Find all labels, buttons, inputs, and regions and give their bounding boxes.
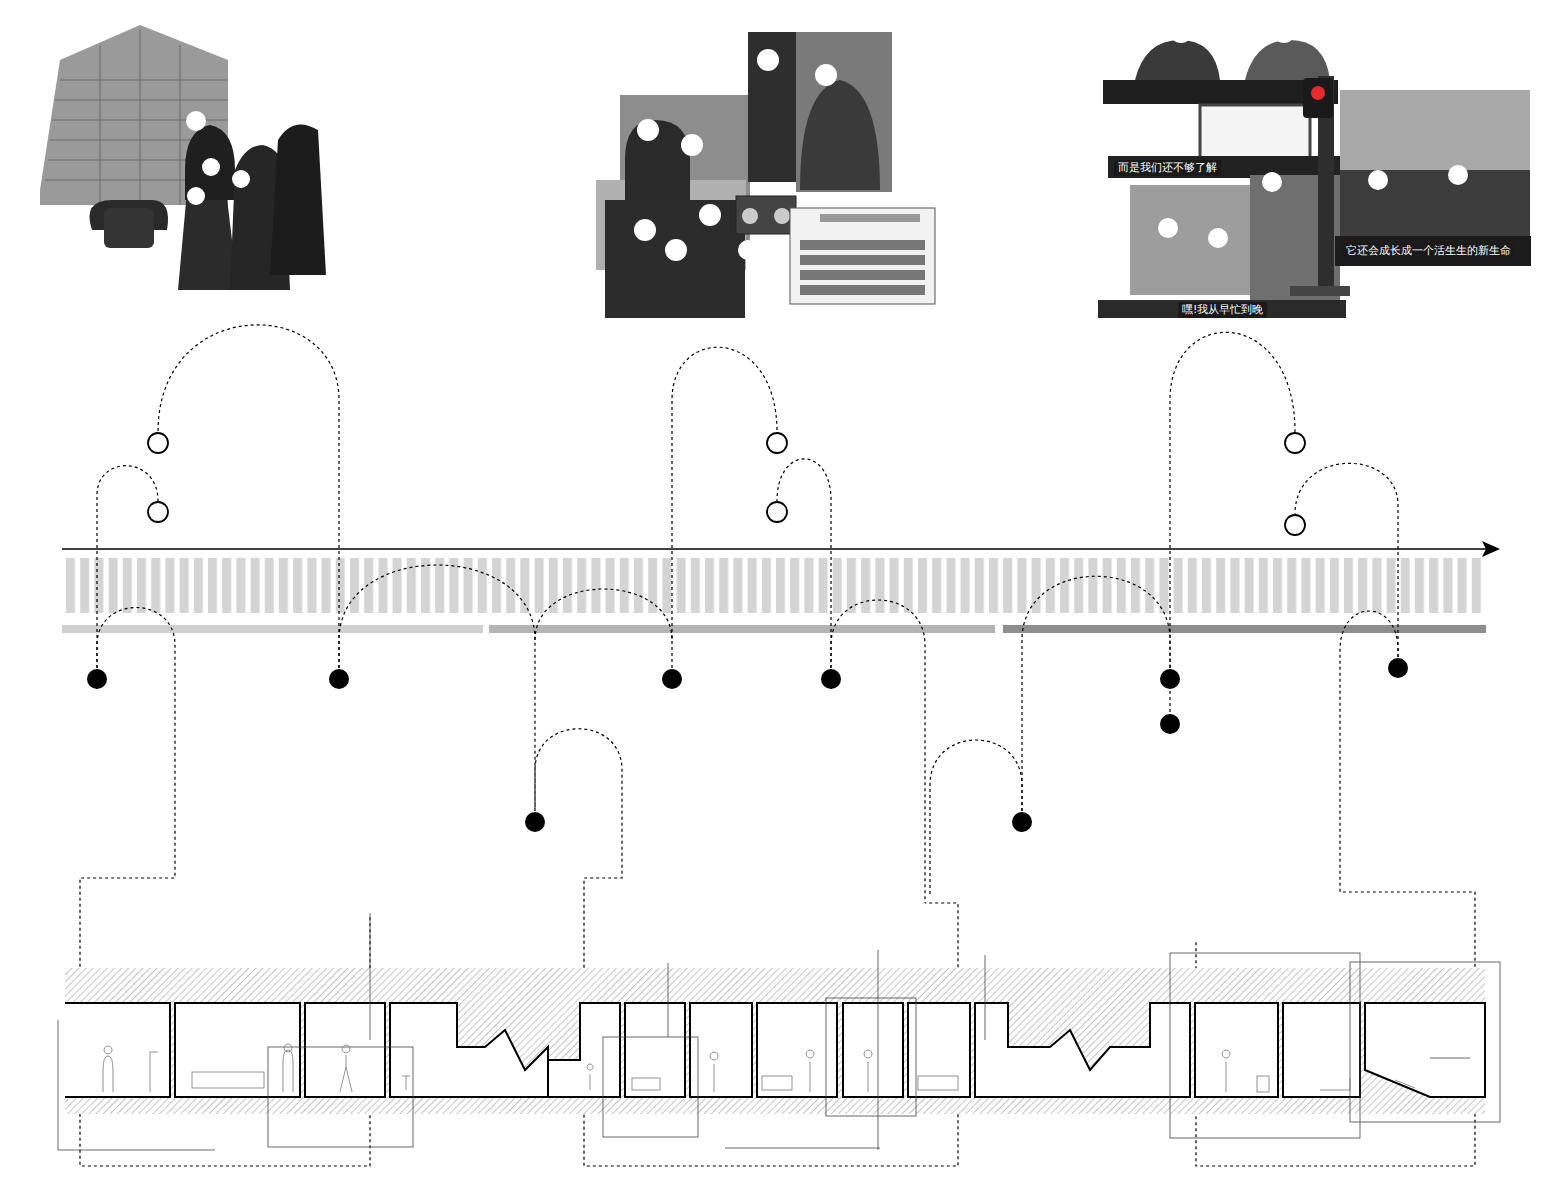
- photo-collage-left: [40, 25, 326, 290]
- dotted-link: [80, 325, 1475, 1166]
- photo-collage-right: [1098, 21, 1531, 318]
- building-section: [58, 913, 1500, 1150]
- subtitle-text: 而是我们还不够了解: [1114, 160, 1221, 176]
- photo-collage-middle: [596, 32, 935, 318]
- subtitle-text: 嘿!我从早忙到晚: [1178, 302, 1267, 318]
- filled-dot: [87, 658, 1408, 832]
- subtitle-text: 它还会成长成一个活生生的新生命: [1342, 243, 1515, 259]
- timeline-axis: [62, 541, 1500, 633]
- open-circle: [148, 433, 1305, 535]
